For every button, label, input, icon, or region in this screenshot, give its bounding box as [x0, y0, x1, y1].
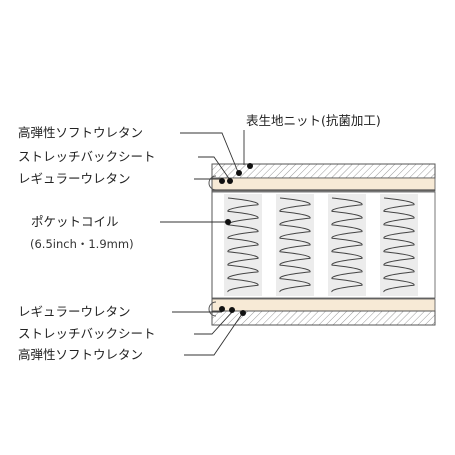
coil-spring: [331, 197, 363, 293]
label-top-stretch-sheet: ストレッチバックシート: [18, 149, 156, 164]
bottom-regular-urethane-layer: [211, 298, 436, 312]
label-bottom-soft-urethane: 高弾性ソフトウレタン: [18, 347, 144, 362]
dot-top-soft-urethane: [236, 170, 242, 176]
top-left-round-edge: [208, 175, 217, 191]
leader-top-soft-urethane: [180, 132, 239, 173]
top-knit-fabric-layer: [211, 163, 436, 179]
leader-bottom-stretch-sheet: [194, 311, 233, 335]
label-pocket-coil: ポケットコイル: [31, 214, 119, 229]
label-top-regular-urethane: レギュラーウレタン: [18, 171, 131, 186]
pocket-coil-area: [211, 191, 436, 299]
label-top-soft-urethane: 高弾性ソフトウレタン: [18, 125, 144, 140]
top-regular-urethane-layer: [211, 177, 436, 192]
dot-bottom-stretch-sheet: [229, 307, 235, 313]
dot-outer-fabric: [247, 163, 253, 169]
dot-top-stretch-sheet: [227, 178, 233, 184]
label-pocket-coil-spec: (6.5inch・1.9mm): [30, 237, 134, 251]
bottom-left-round-edge: [208, 301, 217, 317]
label-bottom-stretch-sheet: ストレッチバックシート: [18, 326, 156, 341]
dot-top-regular-urethane: [219, 178, 225, 184]
dot-bottom-regular-urethane: [219, 306, 225, 312]
dot-pocket-coil: [225, 219, 231, 225]
leader-lines: [160, 130, 245, 356]
leader-dots: [219, 163, 253, 316]
coil-spring: [383, 197, 415, 293]
dot-bottom-soft-urethane: [240, 310, 246, 316]
label-outer-fabric: 表生地ニット(抗菌加工): [246, 113, 381, 128]
label-bottom-regular-urethane: レギュラーウレタン: [18, 304, 131, 319]
coil-spring: [279, 197, 311, 293]
coil-spring: [227, 197, 259, 293]
leader-top-stretch-sheet: [198, 156, 231, 181]
leader-bottom-soft-urethane: [184, 313, 243, 356]
